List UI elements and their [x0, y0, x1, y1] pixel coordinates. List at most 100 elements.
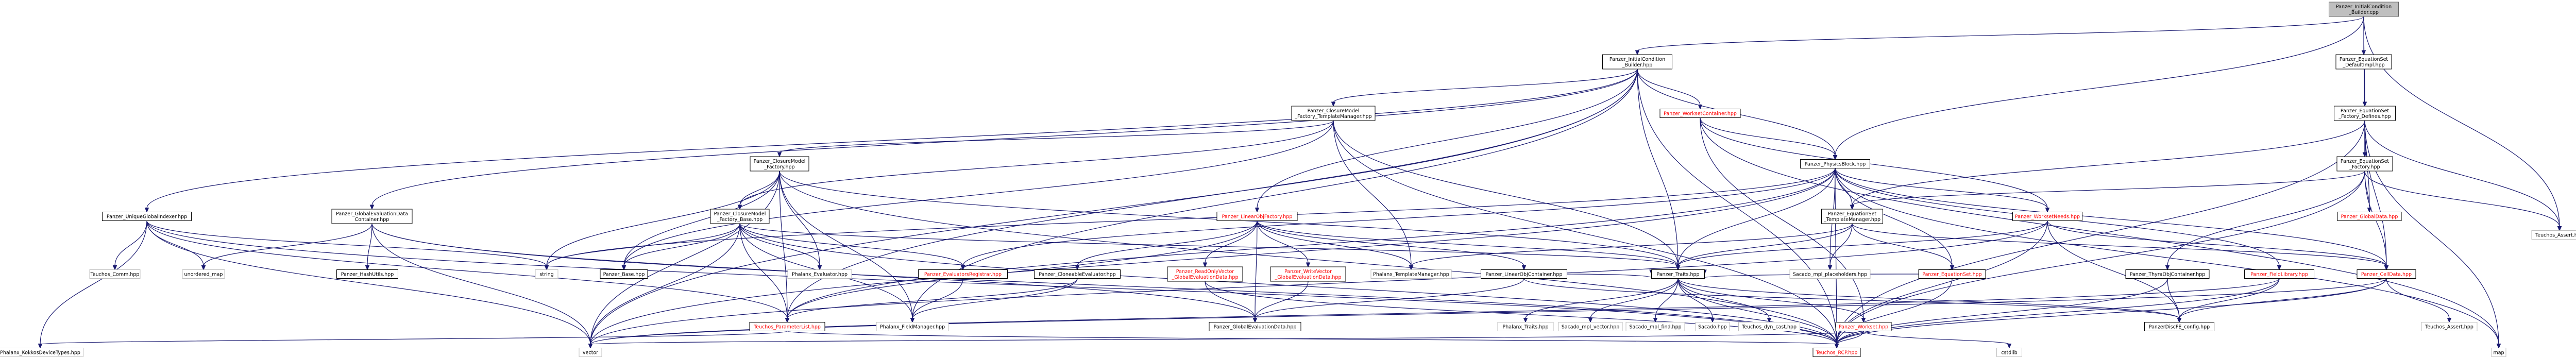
edge-estm-to-cd: [1852, 223, 2387, 266]
node-box: [1789, 269, 1871, 279]
node-box: [1481, 269, 1567, 279]
node-phalanx-templatemanager-hpp: Phalanx_TemplateManager.hpp: [1370, 269, 1452, 279]
edge-arrowhead: [2447, 318, 2452, 323]
edge-arrowhead: [369, 205, 375, 210]
node-panzer-cloneableevaluator-hpp[interactable]: Panzer_CloneableEvaluator.hpp: [1034, 269, 1121, 279]
edge-arrowhead: [1202, 262, 1208, 268]
node-panzer-hashutils-hpp[interactable]: Panzer_HashUtils.hpp: [336, 269, 398, 279]
node-box: [1291, 106, 1376, 121]
node-panzer-closuremodel-factory-base-hpp[interactable]: Panzer_ClosureModel_Factory_Base.hpp: [710, 209, 770, 224]
edge-arrowhead: [1653, 318, 1658, 323]
node-panzer-globaldata-hpp[interactable]: Panzer_GlobalData.hpp: [2337, 212, 2402, 221]
node-label: Panzer_UniqueGlobalIndexer.hpp: [107, 214, 187, 220]
node-panzer-fieldlibrary-hpp[interactable]: Panzer_FieldLibrary.hpp: [2244, 269, 2314, 279]
node-label: map: [2493, 350, 2504, 356]
node-panzer-readonlyvector-globalevaluationdata-hpp[interactable]: Panzer_ReadOnlyVector_GlobalEvaluationDa…: [1167, 266, 1243, 282]
edge-arrowhead: [201, 265, 206, 270]
node-panzer-traits-hpp[interactable]: Panzer_Traits.hpp: [1651, 269, 1705, 279]
edge-arrowhead: [2177, 318, 2182, 323]
node-panzer-closuremodel-factory-templatemanager-hpp[interactable]: Panzer_ClosureModel_Factory_TemplateMana…: [1291, 106, 1376, 121]
node-panzer-worksetcontainer-hpp[interactable]: Panzer_WorksetContainer.hpp: [1659, 109, 1741, 118]
edge-esf-to-ta: [2364, 171, 2560, 227]
edge-traits-to-smv: [1590, 278, 1679, 319]
node-box: [182, 269, 225, 279]
node-label: Panzer_InitialCondition: [2336, 4, 2392, 10]
node-box: [1651, 269, 1705, 279]
node-box: [2144, 322, 2214, 331]
edge-arrowhead: [2007, 344, 2012, 349]
edge-esf-to-estm: [1852, 171, 2365, 206]
node-teuchos-parameterlist-hpp[interactable]: Teuchos_ParameterList.hpp: [749, 322, 825, 331]
node-panzer-linearobjcontainer-hpp[interactable]: Panzer_LinearObjContainer.hpp: [1481, 269, 1567, 279]
node-box: [102, 212, 192, 221]
edge-icb-to-rcp: [1637, 69, 1837, 345]
node-panzer-workset-hpp[interactable]: Panzer_Workset.hpp: [1835, 322, 1892, 331]
edge-cmftm-to-cmfb: [739, 120, 1334, 206]
edge-arrowhead: [38, 344, 43, 349]
node-teuchos-dyn-cast-hpp: Teuchos_dyn_cast.hpp: [1738, 322, 1800, 331]
edge-ro-to-ged: [1205, 281, 1256, 319]
node-panzer-evaluatorsregistrar-hpp[interactable]: Panzer_EvaluatorsRegistrar.hpp: [918, 269, 1008, 279]
edge-traits-to-tdc: [1677, 278, 1770, 319]
edge-er-to-pfm: [912, 278, 963, 319]
node-panzer-equationset-templatemanager-hpp[interactable]: Panzer_EquationSet_TemplateManager.hpp: [1821, 209, 1883, 224]
node-panzer-uniqueglobalindexer-hpp[interactable]: Panzer_UniqueGlobalIndexer.hpp: [102, 212, 192, 221]
node-box: [1821, 209, 1883, 224]
node-panzer-equationset-hpp[interactable]: Panzer_EquationSet.hpp: [1918, 269, 1986, 279]
edge-arrowhead: [1306, 262, 1311, 268]
edge-traits-to-pdc: [1677, 278, 2180, 319]
node-label: _TemplateManager.hpp: [1823, 217, 1880, 223]
node-panzer-closuremodel-factory-hpp[interactable]: Panzer_ClosureModel_Factory.hpp: [750, 156, 809, 172]
node-panzer-equationset-defaultimpl-hpp[interactable]: Panzer_EquationSet_DefaultImpl.hpp: [2335, 54, 2392, 70]
node-panzer-base-hpp[interactable]: Panzer_Base.hpp: [600, 269, 648, 279]
node-panzer-writevector-globalevaluationdata-hpp[interactable]: Panzer_WriteVector_GlobalEvaluationData.…: [1270, 266, 1346, 282]
node-panzer-worksetneeds-hpp[interactable]: Panzer_WorksetNeeds.hpp: [2012, 212, 2082, 221]
node-panzerdiscfe-config-hpp[interactable]: PanzerDiscFE_config.hpp: [2144, 322, 2214, 331]
node-panzer-thyraobjcontainer-hpp[interactable]: Panzer_ThyraObjContainer.hpp: [2125, 269, 2210, 279]
node-label: _DefaultImpl.hpp: [2342, 62, 2384, 68]
node-panzer-initialcondition-builder-cpp: Panzer_InitialCondition_Builder.cpp: [2329, 2, 2399, 17]
node-box: [1800, 159, 1870, 168]
node-panzer-globalevaluationdata-hpp[interactable]: Panzer_GlobalEvaluationData.hpp: [1209, 322, 1301, 331]
node-box: [1918, 269, 1986, 279]
edge-arrowhead: [1255, 208, 1260, 213]
node-label: Panzer_Base.hpp: [603, 272, 645, 278]
node-label: Panzer_ClosureModel: [754, 159, 806, 164]
edge-cmftm-to-cmf: [779, 120, 1334, 154]
node-label: Panzer_ClosureModel: [714, 211, 766, 217]
node-panzer-linearobjfactory-hpp[interactable]: Panzer_LinearObjFactory.hpp: [1216, 212, 1298, 221]
edge-arrowhead: [910, 318, 915, 323]
node-vector: vector: [579, 348, 602, 357]
edges: [38, 16, 2562, 349]
edge-arrowhead: [785, 318, 790, 323]
edge-wn-to-vec: [590, 220, 2048, 345]
edge-icb-to-traits: [1637, 69, 1679, 266]
node-phalanx-fieldmanager-hpp: Phalanx_FieldManager.hpp: [876, 322, 949, 331]
node-sacado-mpl-vector-hpp: Sacado_mpl_vector.hpp: [1558, 322, 1623, 331]
node-label: Teuchos_Assert.hpp: [2425, 325, 2473, 330]
edge-arrowhead: [1075, 265, 1080, 270]
node-teuchos-rcp-hpp[interactable]: Teuchos_RCP.hpp: [1812, 348, 1861, 357]
node-panzer-physicsblock-hpp[interactable]: Panzer_PhysicsBlock.hpp: [1800, 159, 1870, 168]
edge-arrowhead: [1950, 265, 1955, 270]
edge-arrowhead: [588, 344, 593, 349]
edge-cmf-to-phxe: [779, 171, 820, 266]
node-panzer-initialcondition-builder-hpp[interactable]: Panzer_InitialCondition_Builder.hpp: [1602, 54, 1672, 70]
node-label: unordered_map: [184, 272, 223, 278]
node-panzer-equationset-factory-hpp[interactable]: Panzer_EquationSet_Factory.hpp: [2336, 156, 2393, 172]
edge-arrowhead: [2277, 265, 2282, 270]
edge-icb-to-wc: [1637, 69, 1701, 106]
edge-icb-to-cmftm: [1333, 69, 1638, 103]
edge-arrowhead: [1833, 155, 1838, 160]
node-box: [710, 209, 770, 224]
node-label: Panzer_WorksetContainer.hpp: [1664, 111, 1737, 117]
node-panzer-celldata-hpp[interactable]: Panzer_CellData.hpp: [2357, 269, 2416, 279]
node-box: [2336, 156, 2393, 172]
node-label: Panzer_Workset.hpp: [1839, 325, 1888, 330]
edge-icb-to-lof: [1257, 69, 1638, 209]
edge-lof-to-traits: [1257, 220, 1679, 266]
edge-ugi-to-rcp: [146, 220, 1837, 345]
node-panzer-equationset-factory-defines-hpp[interactable]: Panzer_EquationSet_Factory_Defines.hpp: [2334, 106, 2396, 121]
edge-ce-to-tpl: [787, 278, 1078, 319]
